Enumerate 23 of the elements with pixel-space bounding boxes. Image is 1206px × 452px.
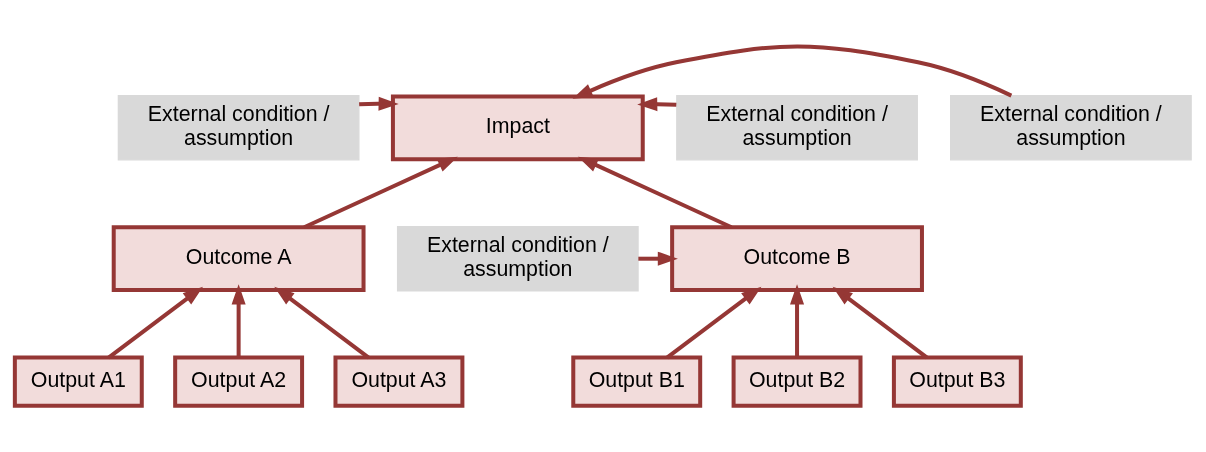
arrow	[572, 44, 1013, 99]
node-box: Output A3	[333, 355, 465, 408]
arrow	[359, 96, 399, 111]
node-box: Output B1	[571, 355, 703, 408]
arrow	[637, 97, 677, 112]
node-box: External condition / assumption	[117, 95, 360, 161]
node-box: External condition / assumption	[950, 95, 1192, 161]
arrow	[274, 286, 370, 360]
arrow	[231, 284, 246, 358]
arrow	[638, 251, 678, 266]
node-box: Output B3	[891, 355, 1023, 408]
arrow	[790, 284, 805, 358]
node-box: External condition / assumption	[396, 225, 639, 292]
node-box: Outcome A	[111, 225, 366, 293]
arrow	[665, 286, 762, 360]
arrow	[107, 286, 204, 360]
node-box: Output A1	[12, 355, 144, 408]
node-box: Outcome B	[670, 225, 924, 293]
node-box: Impact	[390, 94, 645, 162]
arrow	[832, 286, 929, 360]
node-box: External condition / assumption	[676, 95, 918, 161]
node-box: Output B2	[731, 355, 863, 408]
node-box: Output A2	[173, 355, 305, 408]
